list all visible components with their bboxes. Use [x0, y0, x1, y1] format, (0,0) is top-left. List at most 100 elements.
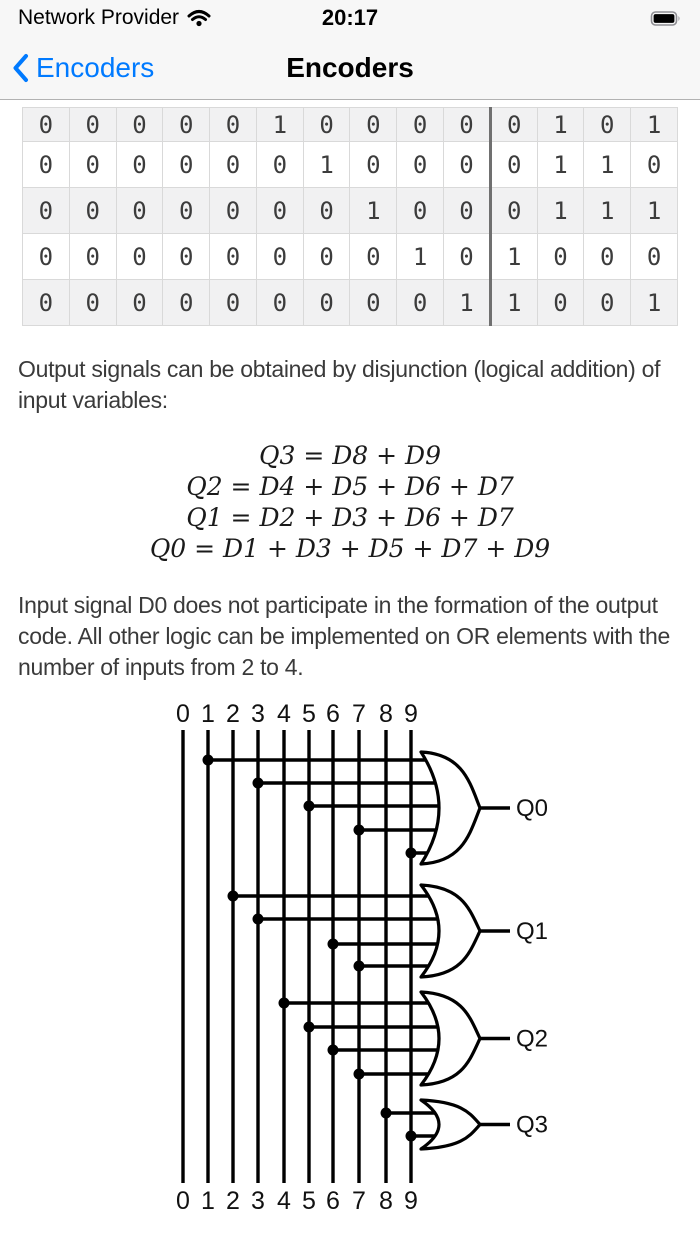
table-cell: 1 — [536, 187, 585, 234]
table-cell: 1 — [536, 141, 585, 188]
output-label: Q2 — [516, 1026, 548, 1053]
junction-dot — [353, 824, 365, 836]
output-label: Q1 — [516, 918, 548, 945]
table-cell: 0 — [209, 141, 257, 188]
table-cell: 0 — [488, 141, 538, 188]
table-cell: 0 — [115, 141, 164, 188]
paragraph-disjunction: Output signals can be obtained by disjun… — [18, 356, 661, 413]
table-cell: 0 — [302, 233, 351, 280]
back-button[interactable]: Encoders — [12, 52, 154, 84]
carrier-label: Network Provider — [18, 6, 180, 29]
table-cell: 0 — [68, 107, 117, 142]
table-cell: 0 — [22, 107, 70, 142]
input-label-bottom: 0 — [176, 1187, 190, 1215]
table-cell: 0 — [583, 233, 632, 280]
table-cell: 0 — [630, 233, 678, 280]
junction-dot — [353, 1068, 365, 1080]
or-gate — [419, 1098, 482, 1151]
or-gate — [419, 883, 482, 979]
chevron-left-icon — [13, 53, 28, 82]
junction-dot — [327, 1044, 339, 1056]
table-cell: 0 — [255, 141, 304, 188]
table-cell: 1 — [536, 107, 585, 142]
equation-line: Q2 = D4 + D5 + D6 + D7 — [186, 472, 514, 501]
input-label-bottom: 2 — [226, 1187, 240, 1215]
table-cell: 0 — [22, 187, 70, 234]
table-cell: 1 — [255, 107, 304, 142]
junction-dot — [380, 1107, 392, 1119]
input-label-top: 8 — [379, 700, 393, 728]
status-bar: Network Provider 20:17 — [0, 0, 700, 36]
table-cell: 0 — [396, 107, 445, 142]
page-title: Encoders — [286, 51, 414, 83]
back-button-label: Encoders — [36, 51, 155, 83]
table-cell: 0 — [349, 141, 398, 188]
table-cell: 0 — [22, 279, 70, 326]
table-cell: 0 — [162, 233, 211, 280]
paragraph-d0-note: Input signal D0 does not participate in … — [18, 592, 671, 680]
table-cell: 0 — [255, 233, 304, 280]
output-label: Q3 — [516, 1112, 548, 1139]
table-cell: 0 — [68, 233, 117, 280]
table-cell: 1 — [583, 187, 632, 234]
junction-dot — [227, 890, 239, 902]
equation-line: Q0 = D1 + D3 + D5 + D7 + D9 — [149, 534, 551, 563]
input-label-top: 3 — [251, 700, 265, 728]
input-label-top: 2 — [226, 700, 240, 728]
junction-dot — [252, 913, 264, 925]
table-cell: 0 — [396, 279, 445, 326]
input-label-bottom: 7 — [352, 1187, 366, 1215]
table-cell: 0 — [162, 141, 211, 188]
input-label-top: 7 — [352, 700, 366, 728]
table-cell: 0 — [396, 141, 445, 188]
input-label-bottom: 3 — [251, 1187, 265, 1215]
equation-line: Q1 = D2 + D3 + D6 + D7 — [186, 503, 514, 532]
table-cell: 1 — [630, 107, 678, 142]
table-cell: 0 — [209, 233, 257, 280]
table-cell: 0 — [396, 187, 445, 234]
input-label-top: 9 — [404, 700, 418, 728]
table-cell: 0 — [630, 141, 678, 188]
table-cell: 0 — [68, 187, 117, 234]
input-label-top: 1 — [201, 700, 215, 728]
table-cell: 0 — [22, 141, 70, 188]
junction-dot — [327, 938, 339, 950]
table-cell: 1 — [630, 279, 678, 326]
table-cell: 0 — [488, 107, 538, 142]
junction-dot — [303, 1021, 315, 1033]
junction-dot — [252, 777, 264, 789]
input-label-top: 6 — [326, 700, 340, 728]
input-label-top: 0 — [176, 700, 190, 728]
table-cell: 0 — [162, 107, 211, 142]
table-cell: 0 — [115, 279, 164, 326]
table-cell: 0 — [349, 233, 398, 280]
junction-dot — [303, 800, 315, 812]
table-cell: 0 — [162, 279, 211, 326]
input-label-bottom: 8 — [379, 1187, 393, 1215]
table-cell: 0 — [115, 187, 164, 234]
input-label-bottom: 6 — [326, 1187, 340, 1215]
junction-dot — [405, 847, 417, 859]
input-label-bottom: 1 — [201, 1187, 215, 1215]
table-cell: 0 — [22, 233, 70, 280]
table-cell: 1 — [396, 233, 445, 280]
table-cell: 0 — [443, 233, 491, 280]
input-label-top: 4 — [277, 700, 291, 728]
status-bar-right — [650, 10, 682, 27]
wifi-icon — [187, 10, 211, 27]
table-cell: 0 — [536, 279, 585, 326]
input-label-bottom: 9 — [404, 1187, 418, 1215]
nav-bar: Encoders Encoders — [0, 36, 700, 100]
battery-icon — [650, 10, 680, 26]
equation-line: Q3 = D8 + D9 — [259, 441, 441, 470]
or-gate — [419, 750, 482, 866]
